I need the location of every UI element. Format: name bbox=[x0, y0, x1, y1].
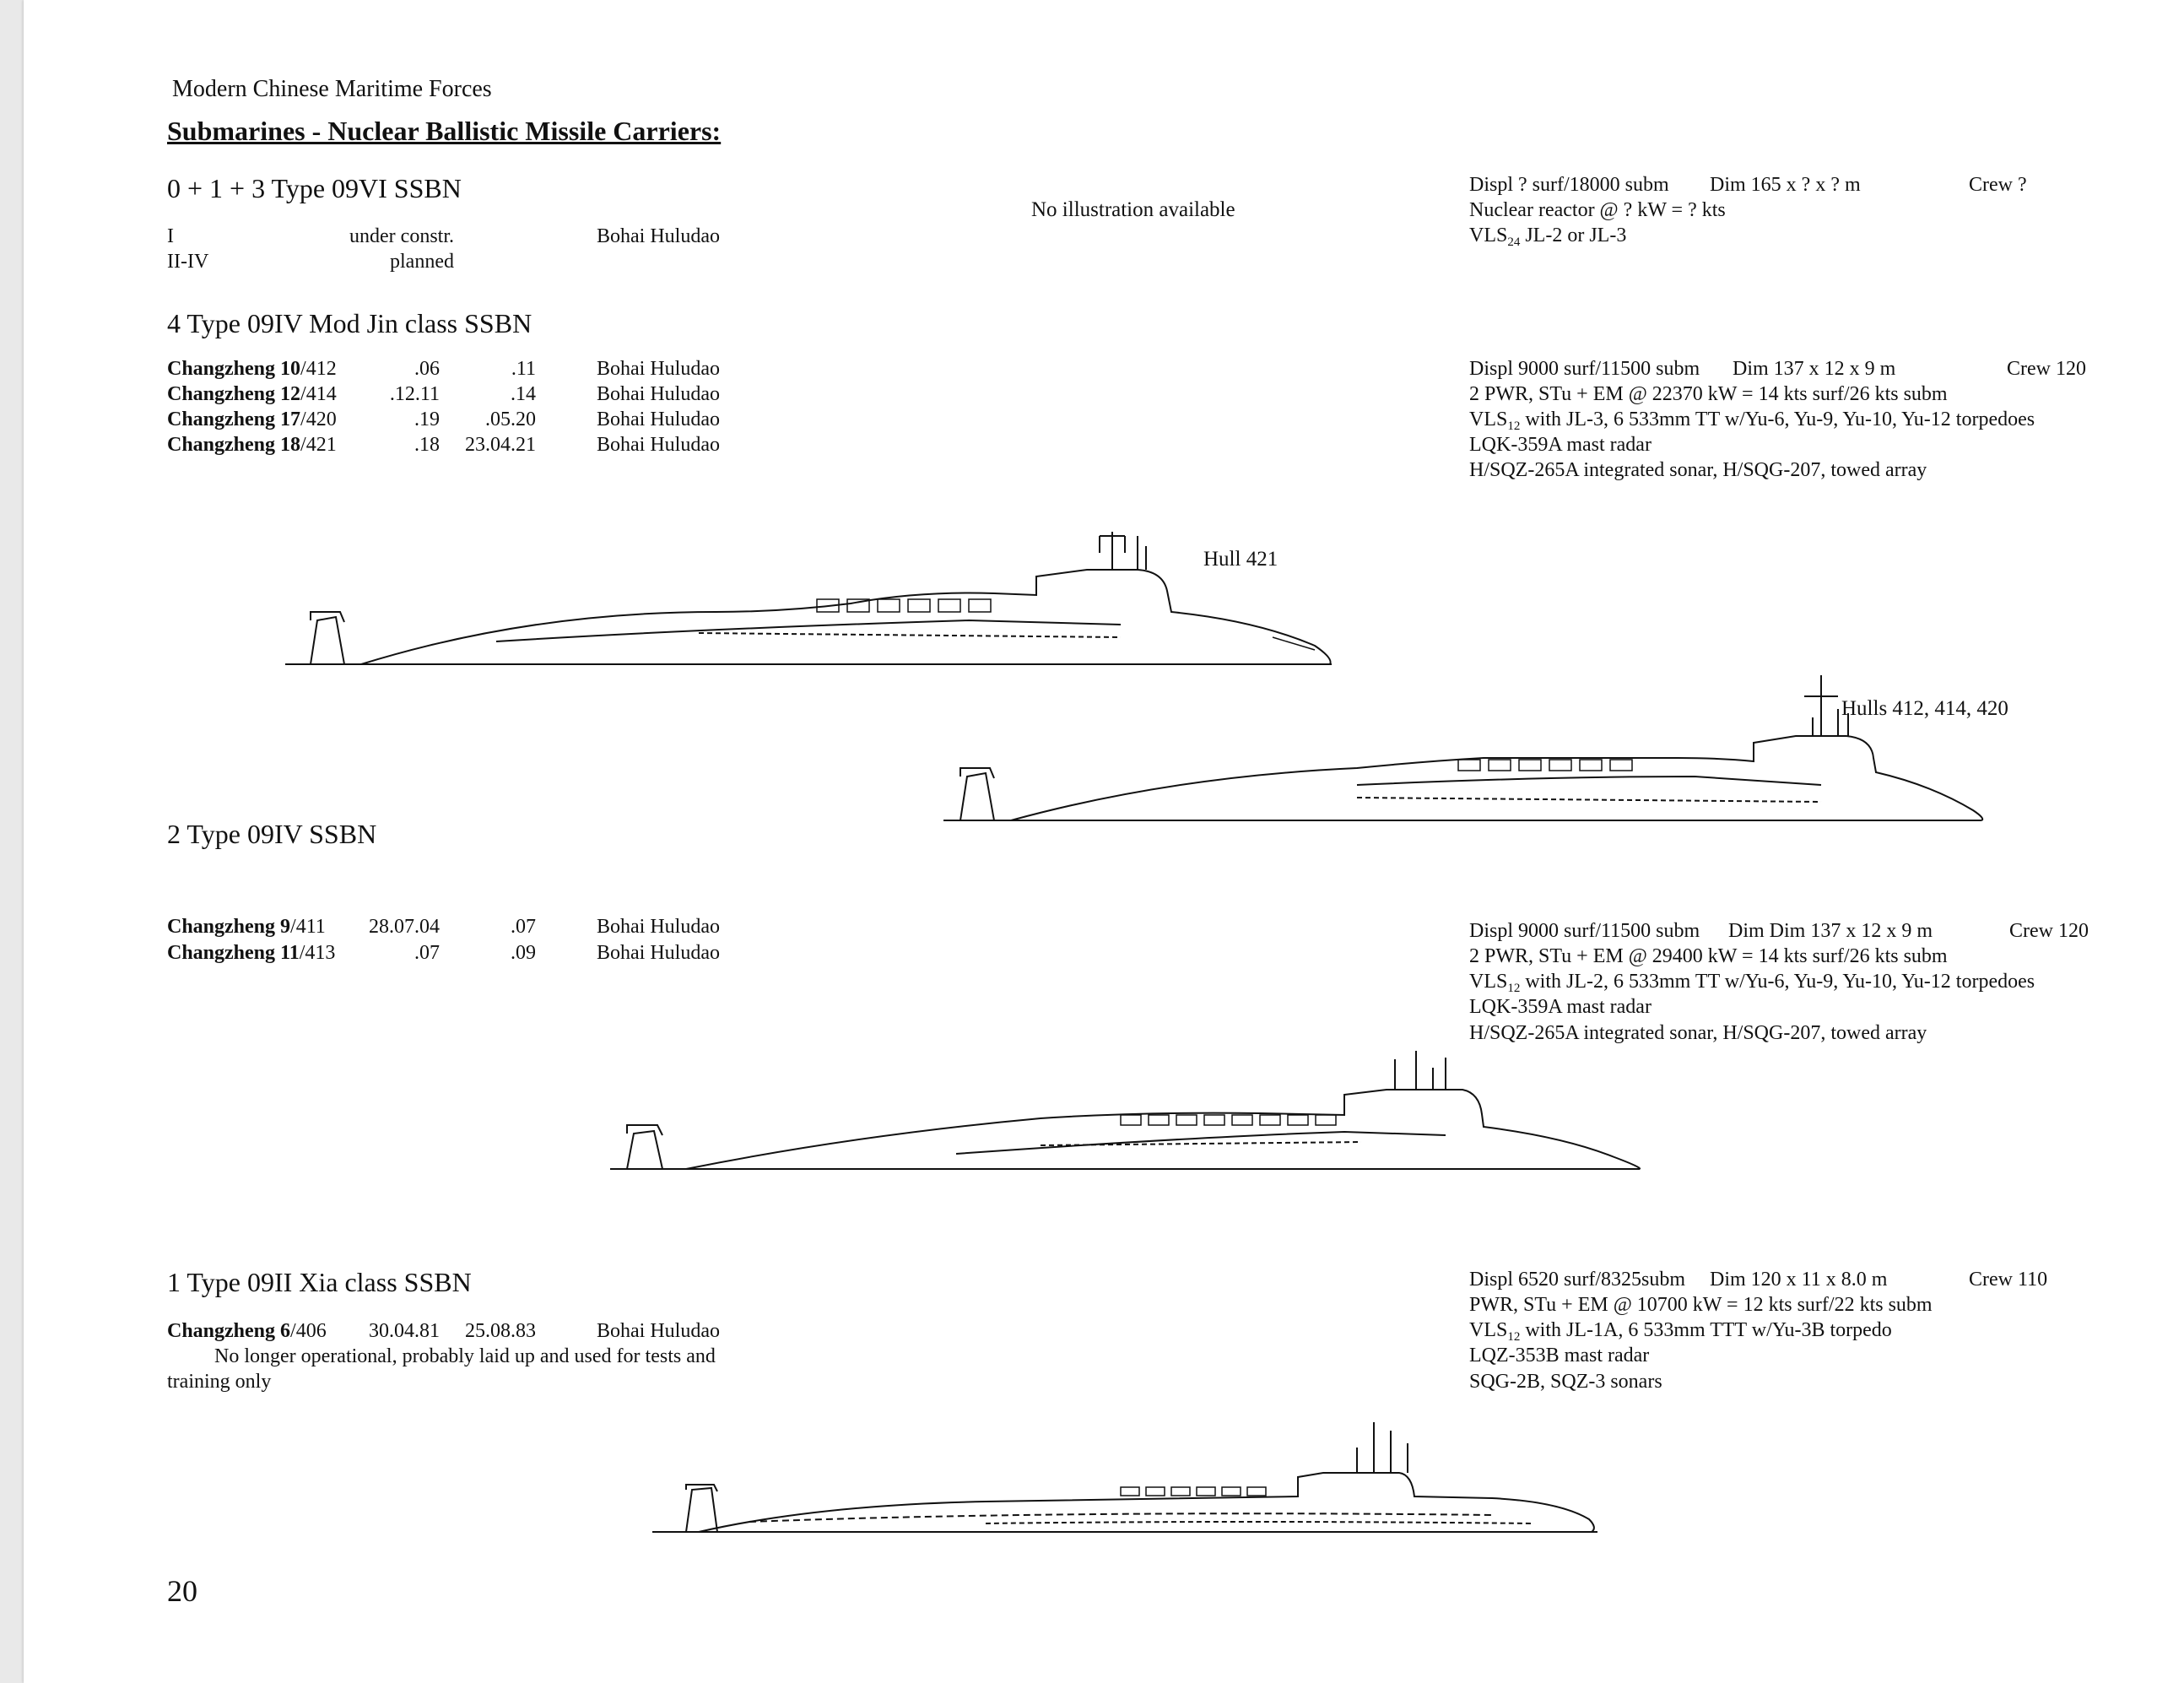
ship-yard: Bohai Huludao bbox=[597, 916, 720, 938]
running-header: Modern Chinese Maritime Forces bbox=[172, 76, 492, 102]
page-number: 20 bbox=[167, 1574, 197, 1608]
ship-yard: Bohai Huludao bbox=[597, 434, 720, 456]
table-row: I bbox=[167, 225, 174, 248]
illustration-caption: Hulls 412, 414, 420 bbox=[1841, 697, 2008, 720]
spec-propulsion: PWR, STu + EM @ 10700 kW = 12 kts surf/2… bbox=[1469, 1294, 1933, 1316]
spec-crew: Crew 110 bbox=[1969, 1269, 2048, 1291]
spec-crew: Crew 120 bbox=[2009, 920, 2089, 942]
launch-date: .11 bbox=[511, 358, 536, 380]
launch-date: 23.04.21 bbox=[465, 434, 536, 456]
section-title-type09ii: 1 Type 09II Xia class SSBN bbox=[167, 1267, 472, 1297]
launch-date: .07 bbox=[511, 916, 536, 938]
table-row: Changzheng 17/420 bbox=[167, 409, 337, 430]
ship-yard: Bohai Huludao bbox=[597, 409, 720, 430]
laid-down-date: .19 bbox=[414, 409, 440, 430]
ship-yard: Bohai Huludao bbox=[597, 383, 720, 405]
laid-down-date: .06 bbox=[414, 358, 440, 380]
laid-down-date: 30.04.81 bbox=[369, 1320, 440, 1342]
launch-date: .14 bbox=[511, 383, 536, 405]
launch-date: 25.08.83 bbox=[465, 1320, 536, 1342]
laid-down-date: .18 bbox=[414, 434, 440, 456]
table-row: Changzheng 6/406 bbox=[167, 1320, 327, 1342]
spec-armament: VLS12 with JL-1A, 6 533mm TTT w/Yu-3B to… bbox=[1469, 1319, 1892, 1344]
spec-displacement: Displ ? surf/18000 subm bbox=[1469, 174, 1669, 196]
table-row: Changzheng 10/412 bbox=[167, 358, 337, 380]
spec-armament: VLS12 with JL-2, 6 533mm TT w/Yu-6, Yu-9… bbox=[1469, 971, 2035, 995]
table-row: Changzheng 18/421 bbox=[167, 434, 337, 456]
laid-down-date: .12.11 bbox=[389, 383, 440, 405]
spec-dimensions: Dim 120 x 11 x 8.0 m bbox=[1710, 1269, 1888, 1291]
laid-down-date: .07 bbox=[414, 942, 440, 964]
submarine-illustration-hull-421 bbox=[285, 532, 1332, 665]
table-row: Changzheng 11/413 bbox=[167, 942, 336, 964]
spec-propulsion: 2 PWR, STu + EM @ 22370 kW = 14 kts surf… bbox=[1469, 383, 1948, 405]
ship-yard: Bohai Huludao bbox=[597, 942, 720, 964]
ship-status: planned bbox=[390, 251, 454, 273]
ship-name: II-IV bbox=[167, 251, 209, 273]
submarine-illustration-type09iv bbox=[610, 1051, 1641, 1170]
no-illustration-note: No illustration available bbox=[1031, 198, 1235, 221]
section-title-type09iv: 2 Type 09IV SSBN bbox=[167, 819, 377, 849]
launch-date: .05.20 bbox=[485, 409, 536, 430]
spec-displacement: Displ 6520 surf/8325subm bbox=[1469, 1269, 1686, 1291]
spec-propulsion: 2 PWR, STu + EM @ 29400 kW = 14 kts surf… bbox=[1469, 945, 1948, 967]
spec-sonar: H/SQZ-265A integrated sonar, H/SQG-207, … bbox=[1469, 1022, 1927, 1044]
status-note: training only bbox=[167, 1371, 272, 1393]
spec-radar: LQK-359A mast radar bbox=[1469, 434, 1652, 456]
ship-yard: Bohai Huludao bbox=[597, 225, 720, 247]
table-row: Changzheng 9/411 bbox=[167, 916, 326, 938]
ship-yard: Bohai Huludao bbox=[597, 358, 720, 380]
section-title-type09iv-mod: 4 Type 09IV Mod Jin class SSBN bbox=[167, 308, 532, 338]
submarine-illustration-hulls-412-414-420 bbox=[943, 675, 1984, 821]
ship-yard: Bohai Huludao bbox=[597, 1320, 720, 1342]
submarine-illustration-type09ii bbox=[652, 1422, 1597, 1533]
section-title-type09vi: 0 + 1 + 3 Type 09VI SSBN bbox=[167, 173, 462, 203]
illustration-caption: Hull 421 bbox=[1203, 548, 1279, 571]
spec-sonar: SQG-2B, SQZ-3 sonars bbox=[1469, 1371, 1662, 1393]
spec-sonar: H/SQZ-265A integrated sonar, H/SQG-207, … bbox=[1469, 459, 1927, 481]
spec-crew: Crew 120 bbox=[2007, 358, 2086, 380]
spec-dimensions: Dim Dim 137 x 12 x 9 m bbox=[1728, 920, 1933, 942]
laid-down-date: 28.07.04 bbox=[369, 916, 440, 938]
ship-name: I bbox=[167, 225, 174, 247]
table-row: Changzheng 12/414 bbox=[167, 383, 337, 405]
spec-dimensions: Dim 137 x 12 x 9 m bbox=[1733, 358, 1896, 380]
status-note: No longer operational, probably laid up … bbox=[214, 1345, 716, 1367]
spec-dimensions: Dim 165 x ? x ? m bbox=[1710, 174, 1861, 196]
spec-displacement: Displ 9000 surf/11500 subm bbox=[1469, 358, 1700, 380]
spec-crew: Crew ? bbox=[1969, 174, 2027, 196]
launch-date: .09 bbox=[511, 942, 536, 964]
main-title: Submarines - Nuclear Ballistic Missile C… bbox=[167, 116, 722, 146]
table-row: II-IV bbox=[167, 251, 208, 273]
spec-propulsion: Nuclear reactor @ ? kW = ? kts bbox=[1469, 199, 1726, 221]
ship-status: under constr. bbox=[349, 225, 454, 247]
page: Modern Chinese Maritime Forces Submarine… bbox=[24, 0, 2184, 1683]
spec-displacement: Displ 9000 surf/11500 subm bbox=[1469, 920, 1700, 942]
spec-radar: LQZ-353B mast radar bbox=[1469, 1345, 1650, 1366]
spec-radar: LQK-359A mast radar bbox=[1469, 996, 1652, 1018]
spec-armament: VLS12 with JL-3, 6 533mm TT w/Yu-6, Yu-9… bbox=[1469, 409, 2035, 433]
spec-armament: VLS24 JL-2 or JL-3 bbox=[1469, 225, 1627, 249]
